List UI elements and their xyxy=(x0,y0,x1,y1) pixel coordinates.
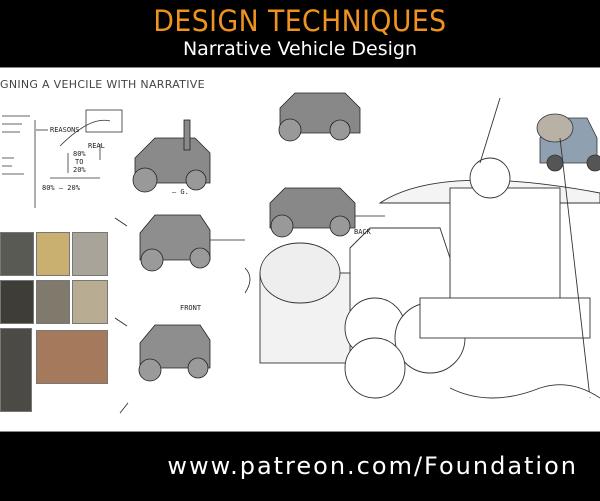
note-reasons: REASONS xyxy=(50,126,80,134)
footer-banner: www.patreon.com/Foundation xyxy=(0,431,600,501)
vehicle-sketch-3 xyxy=(138,324,211,382)
main-vehicle-lineart xyxy=(259,97,600,399)
vehicle-sketch-2 xyxy=(139,214,245,272)
vehicle-sketches xyxy=(114,92,600,414)
note-g: — G. xyxy=(172,188,189,196)
reference-photo xyxy=(0,280,34,324)
vehicle-sketch-5 xyxy=(269,187,385,238)
header-banner: DESIGN TECHNIQUES Narrative Vehicle Desi… xyxy=(0,0,600,68)
note-front: FRONT xyxy=(180,304,202,312)
note-back: BACK xyxy=(354,228,371,236)
concept-sheet: GNING A VEHCILE WITH NARRATIVE xyxy=(0,68,600,431)
note-ratio: 80% — 20% xyxy=(42,184,80,192)
vehicle-sketch-1 xyxy=(132,119,211,193)
page-subtitle: Narrative Vehicle Design xyxy=(182,38,418,60)
note-80: 80% xyxy=(73,150,86,158)
reference-photo xyxy=(36,330,108,384)
note-to: TO xyxy=(75,158,84,166)
sheet-heading: GNING A VEHCILE WITH NARRATIVE xyxy=(0,78,205,91)
patreon-url[interactable]: www.patreon.com/Foundation xyxy=(167,452,578,480)
vehicle-sketch-color xyxy=(536,113,600,172)
reference-photo xyxy=(0,328,32,412)
reference-photo xyxy=(36,280,70,324)
vehicle-sketch-4 xyxy=(278,92,361,142)
arrows xyxy=(114,217,251,414)
reference-photo xyxy=(72,232,108,276)
reference-photo xyxy=(0,232,34,276)
note-20: 20% xyxy=(73,166,86,174)
reference-photo xyxy=(36,232,70,276)
notes-sketch xyxy=(2,109,123,208)
reference-photo xyxy=(72,280,108,324)
page-title: DESIGN TECHNIQUES xyxy=(153,4,447,38)
note-real: REAL xyxy=(88,142,105,150)
